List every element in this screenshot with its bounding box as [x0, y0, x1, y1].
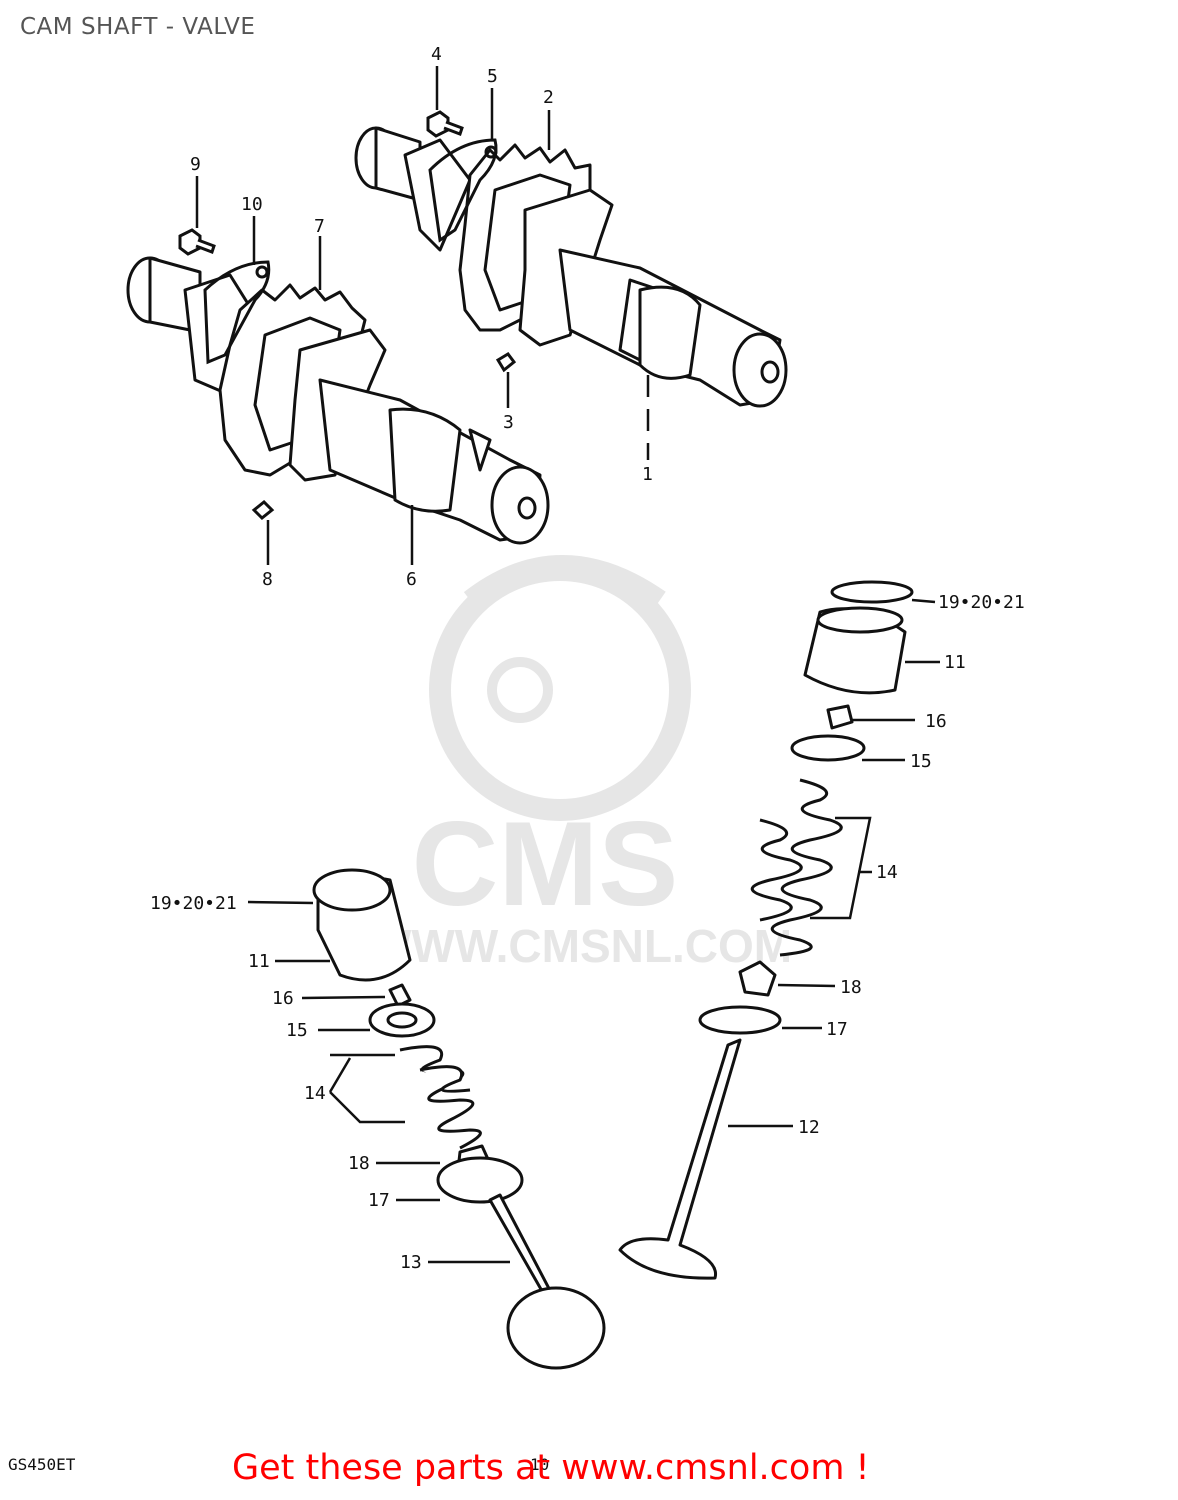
cms-watermark: CMS WWW.CMSNL.COM [368, 555, 792, 972]
callout-12: 12 [798, 1117, 820, 1138]
watermark-brand: CMS [412, 797, 679, 931]
callout-18-right: 18 [840, 977, 862, 998]
callout-4: 4 [431, 44, 442, 65]
callout-18-left: 18 [348, 1153, 370, 1174]
camshaft-2 [126, 256, 550, 545]
callout-17-left: 17 [368, 1190, 390, 1211]
callout-15-right: 15 [910, 751, 932, 772]
spring-left [399, 1045, 482, 1150]
retainer-right [790, 734, 866, 762]
callout-17-right: 17 [826, 1019, 848, 1040]
callout-11-left: 11 [248, 951, 270, 972]
callout-1: 1 [642, 464, 653, 485]
pin-3 [495, 352, 517, 373]
page-number: 10 [530, 1455, 550, 1474]
callout-19-20-21-left: 19•20•21 [150, 893, 237, 914]
callout-7: 7 [314, 216, 325, 237]
shim-left [312, 868, 392, 912]
callout-6: 6 [406, 569, 417, 590]
page-title: CAM SHAFT - VALVE [20, 14, 256, 40]
callout-13: 13 [400, 1252, 422, 1273]
callout-10: 10 [241, 194, 263, 215]
callout-16-left: 16 [272, 988, 294, 1009]
bolt-9 [178, 228, 216, 256]
callout-15-left: 15 [286, 1020, 308, 1041]
get-parts-link[interactable]: Get these parts at www.cmsnl.com ! [232, 1448, 870, 1488]
seat-left [436, 1156, 524, 1204]
callout-labels: 4 5 2 9 10 7 3 1 8 6 19•20•21 11 16 15 1… [150, 44, 1025, 1273]
plate-10 [203, 260, 271, 365]
callout-8: 8 [262, 569, 273, 590]
plate-5 [428, 138, 498, 243]
callout-14-right: 14 [876, 862, 898, 883]
seat-right [698, 1005, 782, 1035]
callout-14-left: 14 [304, 1083, 326, 1104]
callout-11-right: 11 [944, 652, 966, 673]
valve-assembly-right [618, 580, 914, 1280]
watermark-url: WWW.CMSNL.COM [368, 920, 792, 972]
cotter-left [388, 983, 412, 1008]
callout-3: 3 [503, 412, 514, 433]
callout-5: 5 [487, 66, 498, 87]
camshaft-1 [354, 126, 788, 408]
bolt-4 [426, 110, 464, 138]
pin-8 [251, 499, 275, 521]
callout-19-20-21-right: 19•20•21 [938, 592, 1025, 613]
valve-assembly-left [312, 868, 606, 1370]
callout-2: 2 [543, 87, 554, 108]
shim-right [830, 580, 914, 604]
leader-lines [195, 66, 940, 1264]
seal-right [738, 960, 777, 997]
valve-12 [618, 1038, 742, 1280]
model-code: GS450ET [8, 1455, 76, 1474]
callout-16-right: 16 [925, 711, 947, 732]
callout-9: 9 [190, 154, 201, 175]
cotter-right [826, 704, 854, 730]
